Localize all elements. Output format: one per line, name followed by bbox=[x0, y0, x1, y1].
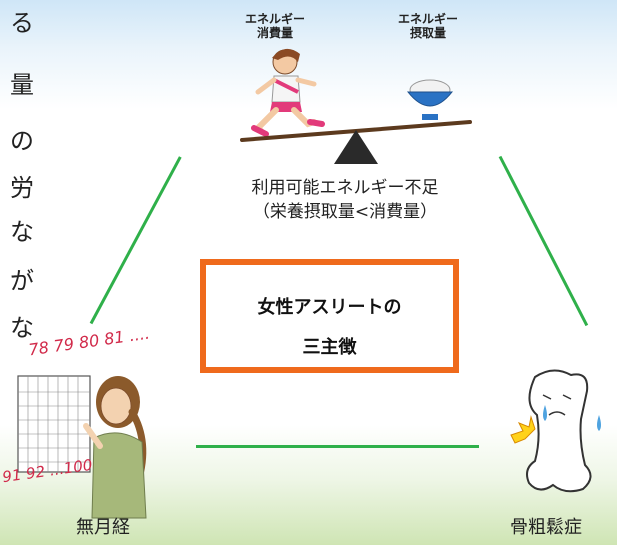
availability-line-2: （栄養摂取量<消費量） bbox=[252, 202, 438, 222]
left-text-fragment: な bbox=[10, 218, 34, 246]
female-athlete-triad-box: 女性アスリートの 三主徴 bbox=[200, 259, 459, 373]
availability-line-1: 利用可能エネルギー不足 bbox=[251, 178, 439, 198]
left-text-fragment: 労 bbox=[10, 174, 34, 202]
triad-title-line-2: 三主徴 bbox=[302, 337, 357, 358]
seesaw-fulcrum bbox=[334, 130, 378, 164]
tears-icon bbox=[543, 405, 601, 431]
rice-bowl-icon bbox=[406, 79, 454, 120]
left-text-fragment: が bbox=[10, 267, 34, 295]
right-connector-line bbox=[498, 155, 589, 327]
left-connector-line bbox=[89, 156, 182, 325]
calendar-girl-illustration bbox=[17, 375, 147, 519]
left-text-fragment: の bbox=[10, 127, 34, 155]
energy-intake-label: エネルギー 摂取量 bbox=[397, 12, 458, 40]
girl-icon bbox=[83, 376, 147, 519]
runner-girl-icon bbox=[251, 48, 325, 137]
pain-burst-icon bbox=[510, 415, 536, 444]
left-text-fragment: な bbox=[10, 314, 34, 342]
triad-title-line-1: 女性アスリートの bbox=[257, 297, 402, 318]
energy-consumption-label: エネルギー 消費量 bbox=[244, 12, 305, 40]
crying-bone-illustration bbox=[510, 369, 601, 493]
left-text-fragment: 量 bbox=[10, 71, 34, 99]
amenorrhea-label: 無月経 bbox=[76, 517, 130, 538]
bottom-connector-line bbox=[196, 445, 479, 448]
bone-icon bbox=[526, 369, 592, 493]
left-text-fragment: る bbox=[10, 9, 34, 37]
calendar-icon bbox=[17, 375, 91, 473]
osteoporosis-label: 骨粗鬆症 bbox=[510, 517, 582, 538]
energy-availability-text: 利用可能エネルギー不足 （栄養摂取量<消費量） bbox=[200, 176, 490, 224]
seesaw-illustration bbox=[240, 48, 472, 164]
